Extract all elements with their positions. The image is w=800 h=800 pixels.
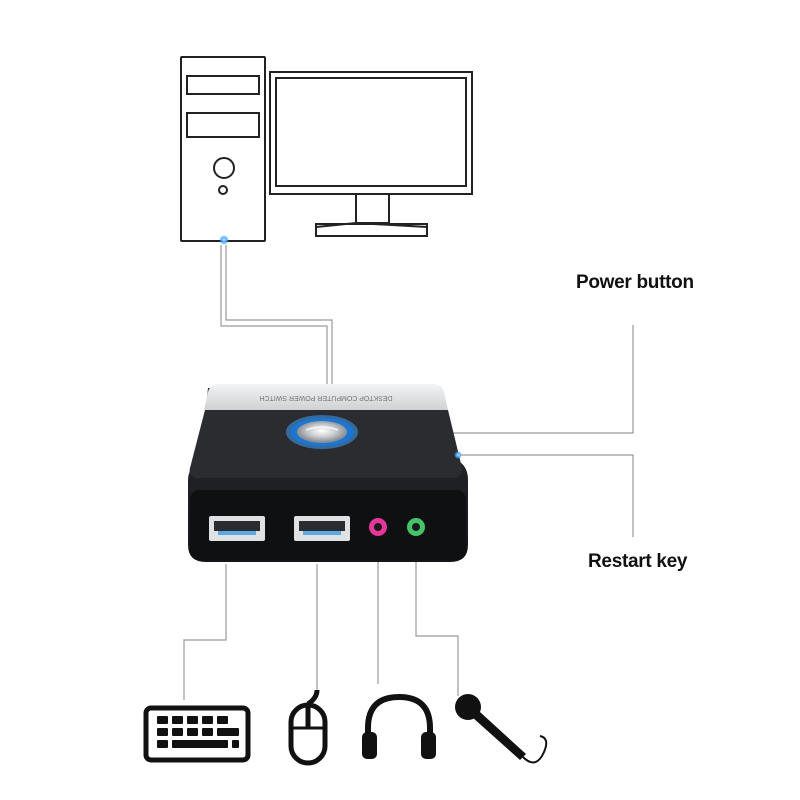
- restart-key: [454, 451, 462, 459]
- keyboard-icon: [143, 705, 251, 763]
- usb-port-2: [294, 516, 350, 541]
- microphone-icon: [455, 694, 548, 764]
- power-button: [286, 415, 358, 449]
- connector-lines: [183, 245, 634, 700]
- device-panel-text: DESKTOP COMPUTER POWER SWITCH: [259, 394, 392, 401]
- restart-key-label: Restart key: [588, 551, 688, 572]
- computer-tower-icon: [180, 56, 266, 242]
- tower-port-glow: [219, 235, 229, 245]
- headphones-icon: [362, 693, 436, 759]
- monitor-icon: [269, 71, 473, 237]
- microphone-jack: [407, 518, 425, 536]
- power-switch-device: [188, 384, 468, 562]
- usb-port-1: [209, 516, 265, 541]
- power-button-label: Power button: [576, 272, 694, 293]
- headphone-jack: [369, 518, 387, 536]
- mouse-icon: [288, 689, 328, 766]
